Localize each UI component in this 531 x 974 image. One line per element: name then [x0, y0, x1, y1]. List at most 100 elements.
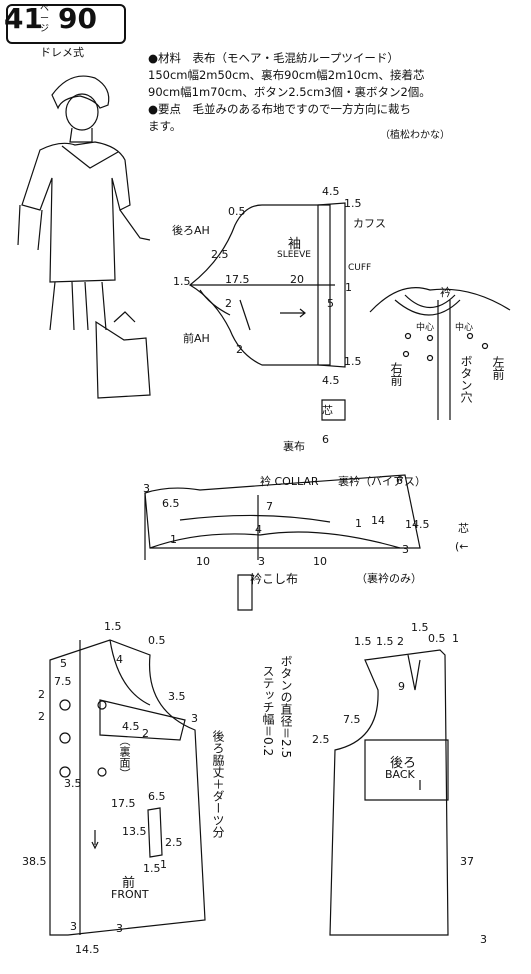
- sleeve-dim: 1.5: [344, 355, 362, 368]
- collar-stand-label: 衿こし布: [250, 572, 299, 586]
- front-dim: 2: [142, 727, 149, 740]
- collar-dim: 7: [266, 500, 273, 513]
- sleeve-dim: 2.5: [211, 248, 229, 261]
- front-dim: 3: [191, 712, 198, 725]
- back-armhole-label: 後ろAH: [172, 224, 210, 237]
- front-dim: 5: [60, 657, 67, 670]
- collar-detail-label: 衿: [440, 286, 451, 299]
- under-collar-only-label: （裏衿のみ）: [356, 572, 422, 585]
- under-collar-label: 裏衿（バイアス）: [338, 475, 426, 488]
- center-label-right: 中心: [416, 323, 435, 333]
- method-label: ドレメ式: [40, 46, 84, 59]
- sleeve-dim: 17.5: [225, 273, 250, 286]
- front-dim: 0.5: [148, 634, 166, 647]
- notes-line: ●要点 毛並みのある布地ですので一方方向に裁ち: [148, 102, 412, 116]
- collar-interfacing-label: 芯: [458, 522, 469, 535]
- facing-label: （裏面）: [118, 735, 131, 779]
- page-number-right: 90: [58, 2, 97, 35]
- material-notes: ●材料 表布（モヘア・毛混紡ループツイード） 150cm幅2m50cm、裏布90…: [148, 50, 523, 135]
- stitch-width-note: ステッチ幅＝0.2: [261, 665, 275, 757]
- front-title-en: FRONT: [111, 888, 149, 901]
- front-armhole-label: 前AH: [183, 332, 210, 345]
- sleeve-dim: 4.5: [322, 185, 340, 198]
- cuff-interfacing-label: 芯: [322, 404, 333, 417]
- sleeve-dim: 1.5: [344, 197, 362, 210]
- back-dim: 37: [460, 855, 474, 868]
- sleeve-piece: [188, 202, 346, 421]
- back-piece: [329, 649, 449, 936]
- front-dim: 1: [160, 858, 167, 871]
- collar-dim: 3: [402, 543, 409, 556]
- left-front-label: 左前: [491, 356, 505, 380]
- page-number-left: 41: [4, 2, 43, 35]
- collar-dim: 14: [371, 514, 385, 527]
- buttonhole-label: ボタン穴: [459, 355, 473, 403]
- front-dim: 38.5: [22, 855, 47, 868]
- collar-dim: 10: [196, 555, 210, 568]
- front-dim: 6.5: [148, 790, 166, 803]
- front-title: 前: [122, 876, 136, 891]
- sleeve-dim: 5: [327, 297, 334, 310]
- back-dim: 2.5: [312, 733, 330, 746]
- sleeve-dim: 6: [322, 433, 329, 446]
- front-dim: 3: [70, 920, 77, 933]
- sleeve-dim: 1: [345, 281, 352, 294]
- front-dim: 13.5: [122, 825, 147, 838]
- front-dim: 1.5: [104, 620, 122, 633]
- back-dim: 2: [397, 635, 404, 648]
- collar-dim: 4: [255, 523, 262, 536]
- cuff-label: カフス: [353, 217, 386, 230]
- sleeve-dim: 20: [290, 273, 304, 286]
- collar-dim: 1: [355, 517, 362, 530]
- sleeve-dim: 2: [225, 297, 232, 310]
- back-dim: 0.5: [428, 632, 446, 645]
- author-credit: （植松わかな）: [380, 130, 450, 141]
- back-dim: 1: [452, 632, 459, 645]
- back-title: 後ろ: [390, 756, 417, 771]
- collar-dim: 14.5: [405, 518, 430, 531]
- right-front-label: 右前: [389, 362, 403, 386]
- notes-line: 90cm幅1m70cm、ボタン2.5cm3個・裏ボタン2個。: [148, 85, 431, 99]
- front-dim: 2: [38, 688, 45, 701]
- front-dim: 3.5: [64, 777, 82, 790]
- front-dim: 1.5: [143, 862, 161, 875]
- center-label-left: 中心: [455, 323, 474, 333]
- collar-detail: [369, 287, 511, 420]
- sleeve-dim: 0.5: [228, 205, 246, 218]
- notes-line: ●材料 表布（モヘア・毛混紡ループツイード）: [148, 51, 399, 65]
- front-piece: [49, 639, 206, 936]
- front-dim: 3: [116, 922, 123, 935]
- back-dim: 1.5: [411, 621, 429, 634]
- front-dim: 17.5: [111, 797, 136, 810]
- front-dim: 14.5: [75, 943, 100, 956]
- model-illustration: [17, 75, 151, 399]
- front-dim: 2: [38, 710, 45, 723]
- button-diameter-note: ボタンの直径＝2.5: [279, 655, 293, 759]
- collar-piece: [144, 474, 421, 611]
- back-dim: 7.5: [343, 713, 361, 726]
- collar-dim: 6: [396, 474, 403, 487]
- back-dim: 1.5: [354, 635, 372, 648]
- front-dim: 4: [116, 653, 123, 666]
- collar-dim: 6.5: [162, 497, 180, 510]
- sleeve-dim: 4.5: [322, 374, 340, 387]
- collar-dim: 10: [313, 555, 327, 568]
- back-title-en: BACK: [385, 768, 415, 781]
- front-dim: 7.5: [54, 675, 72, 688]
- page-badge: [6, 4, 126, 44]
- front-dim: 4.5: [122, 720, 140, 733]
- cuff-label-en: CUFF: [348, 263, 372, 273]
- collar-dim: 3: [258, 555, 265, 568]
- sleeve-title: 袖: [288, 237, 302, 252]
- sleeve-dim: 2: [236, 343, 243, 356]
- sleeve-title-en: SLEEVE: [277, 250, 311, 260]
- sleeve-dim: 1.5: [173, 275, 191, 288]
- back-dim: 3: [480, 933, 487, 946]
- cuff-lining-label: 裏布: [283, 440, 305, 453]
- collar-arrow-label: (←: [455, 540, 469, 553]
- side-length-note: 後ろ脇丈＋ダーツ分: [211, 730, 225, 838]
- front-dim: 3.5: [168, 690, 186, 703]
- front-dim: 2.5: [165, 836, 183, 849]
- collar-dim: 1: [170, 533, 177, 546]
